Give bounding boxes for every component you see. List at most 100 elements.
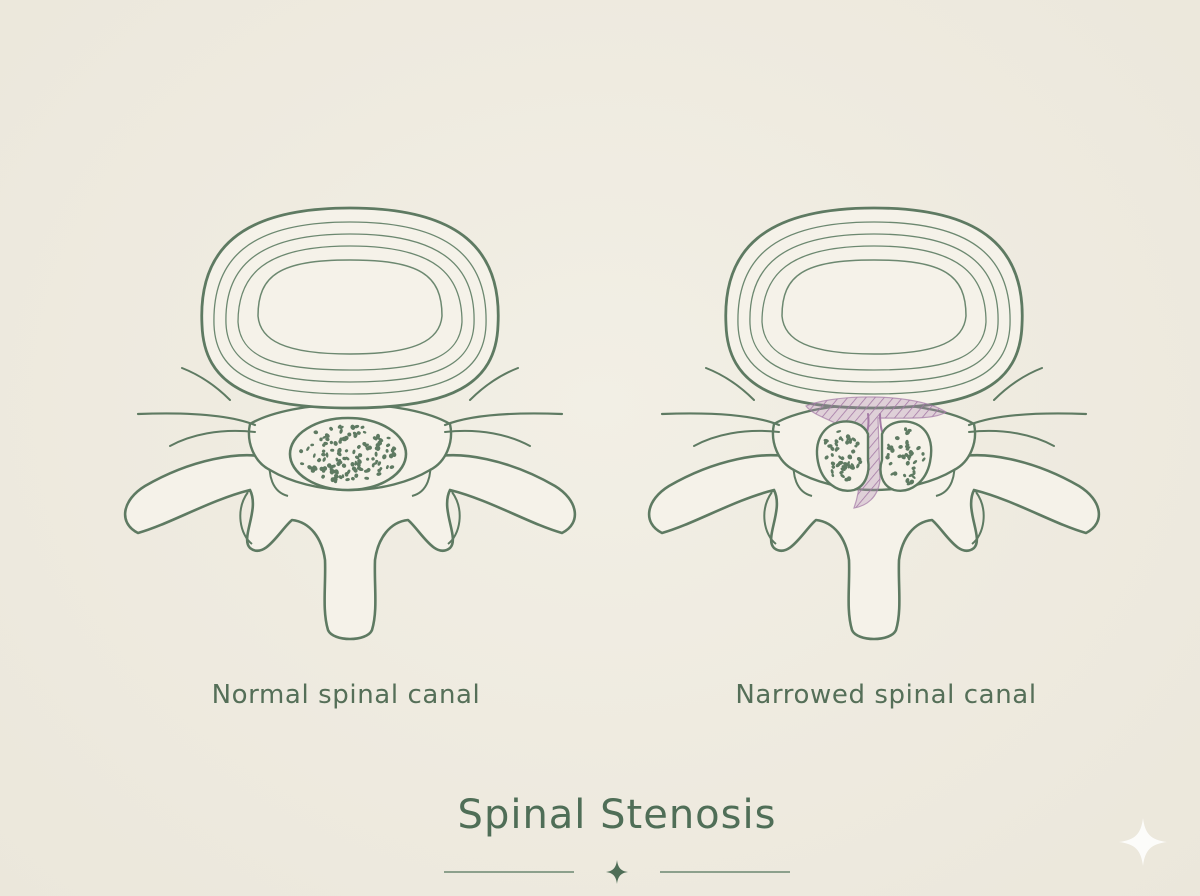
- cord-dot: [322, 466, 328, 471]
- sparkle-watermark-icon: [1119, 818, 1167, 866]
- cord-dot: [897, 454, 902, 459]
- cord-dot: [339, 428, 343, 434]
- cord-dot: [840, 456, 845, 461]
- cord-dot: [366, 467, 371, 473]
- cord-dot: [333, 479, 338, 484]
- cord-dot: [905, 446, 911, 450]
- cord-dot: [831, 465, 836, 469]
- cord-dot: [317, 458, 322, 463]
- cord-dot: [375, 433, 381, 440]
- cord-dot: [905, 460, 910, 466]
- cord-dot: [326, 463, 332, 468]
- cord-dot: [352, 449, 356, 455]
- cord-dot: [836, 447, 840, 451]
- cord-dot: [908, 473, 914, 478]
- cord-dot: [313, 430, 319, 435]
- cord-dot: [831, 473, 835, 478]
- cord-dot: [321, 474, 325, 479]
- cord-dot: [385, 465, 389, 470]
- cord-dot: [353, 433, 358, 438]
- cord-dot: [322, 457, 326, 462]
- cord-dot: [345, 456, 350, 461]
- cord-dot: [912, 470, 916, 474]
- cord-dot: [390, 448, 395, 453]
- cord-dot: [904, 453, 909, 457]
- cord-dot: [893, 471, 898, 476]
- caption-narrowed: Narrowed spinal canal: [735, 680, 1037, 710]
- cord-dot: [371, 463, 375, 468]
- cord-dot: [834, 442, 839, 447]
- cord-dot: [354, 424, 360, 429]
- cord-dot: [357, 444, 361, 449]
- cord-dot: [903, 427, 908, 432]
- cord-dot: [912, 460, 918, 465]
- cord-dot: [890, 472, 895, 476]
- cord-dot: [337, 424, 342, 429]
- cord-dot: [371, 457, 375, 461]
- cord-dot: [358, 453, 363, 458]
- cord-dot: [888, 462, 893, 466]
- cord-dot: [338, 460, 343, 465]
- cord-dot: [360, 425, 365, 429]
- cord-dot: [376, 446, 381, 451]
- cord-dot: [330, 465, 334, 469]
- cord-dot: [824, 455, 829, 460]
- cord-dot: [324, 433, 330, 438]
- cord-dot: [375, 459, 379, 463]
- diagram-title: Spinal Stenosis: [457, 792, 777, 838]
- cord-dot: [362, 430, 367, 434]
- cord-dot: [366, 457, 370, 461]
- cord-dot: [337, 452, 342, 457]
- cord-dot: [299, 449, 304, 454]
- cord-dot: [846, 476, 852, 481]
- cord-dot: [356, 466, 362, 470]
- cord-dot: [830, 446, 835, 451]
- caption-normal: Normal spinal canal: [211, 680, 481, 710]
- cord-dot: [351, 476, 355, 481]
- spinal-cord-texture: [823, 427, 926, 486]
- cord-dot: [337, 447, 342, 454]
- cord-dot: [362, 442, 367, 446]
- cord-dot: [849, 465, 856, 470]
- cord-dot: [329, 470, 334, 475]
- cord-dot: [886, 446, 891, 451]
- cord-dot: [322, 435, 327, 439]
- cord-dot: [838, 455, 842, 460]
- cord-dot: [321, 452, 326, 457]
- cord-dot: [854, 444, 858, 448]
- normal-vertebra: [123, 206, 577, 641]
- cord-dot: [350, 462, 355, 467]
- cord-dot: [357, 459, 362, 464]
- cord-dot: [347, 432, 352, 437]
- cord-dot: [339, 425, 344, 430]
- cord-dot: [312, 453, 316, 458]
- cord-dot: [319, 437, 323, 442]
- cord-dot: [856, 463, 860, 469]
- cord-dot: [347, 469, 351, 474]
- cord-dot: [389, 465, 395, 469]
- cord-dot: [903, 473, 907, 478]
- cord-dot: [354, 473, 359, 478]
- cord-dot: [351, 466, 357, 471]
- sparkle-ornament-icon: [606, 860, 628, 884]
- cord-dot: [385, 449, 389, 453]
- cord-dot: [338, 439, 342, 444]
- cord-dot: [341, 474, 345, 478]
- cord-dot: [890, 447, 895, 453]
- cord-dot: [834, 439, 839, 444]
- cord-dot: [300, 462, 305, 466]
- cord-dot: [856, 456, 862, 462]
- cord-dot: [334, 473, 339, 479]
- cord-dot: [354, 460, 357, 466]
- cord-dot: [338, 475, 343, 480]
- cord-dot: [911, 474, 916, 479]
- cord-dot: [306, 446, 310, 451]
- cord-dot: [322, 443, 326, 447]
- cord-dot: [836, 430, 842, 433]
- cord-dot: [377, 461, 382, 466]
- cord-dot: [894, 436, 900, 441]
- cord-dot: [855, 441, 860, 446]
- cord-dot: [333, 469, 339, 474]
- cord-dot: [845, 440, 850, 445]
- cord-dot: [364, 476, 370, 480]
